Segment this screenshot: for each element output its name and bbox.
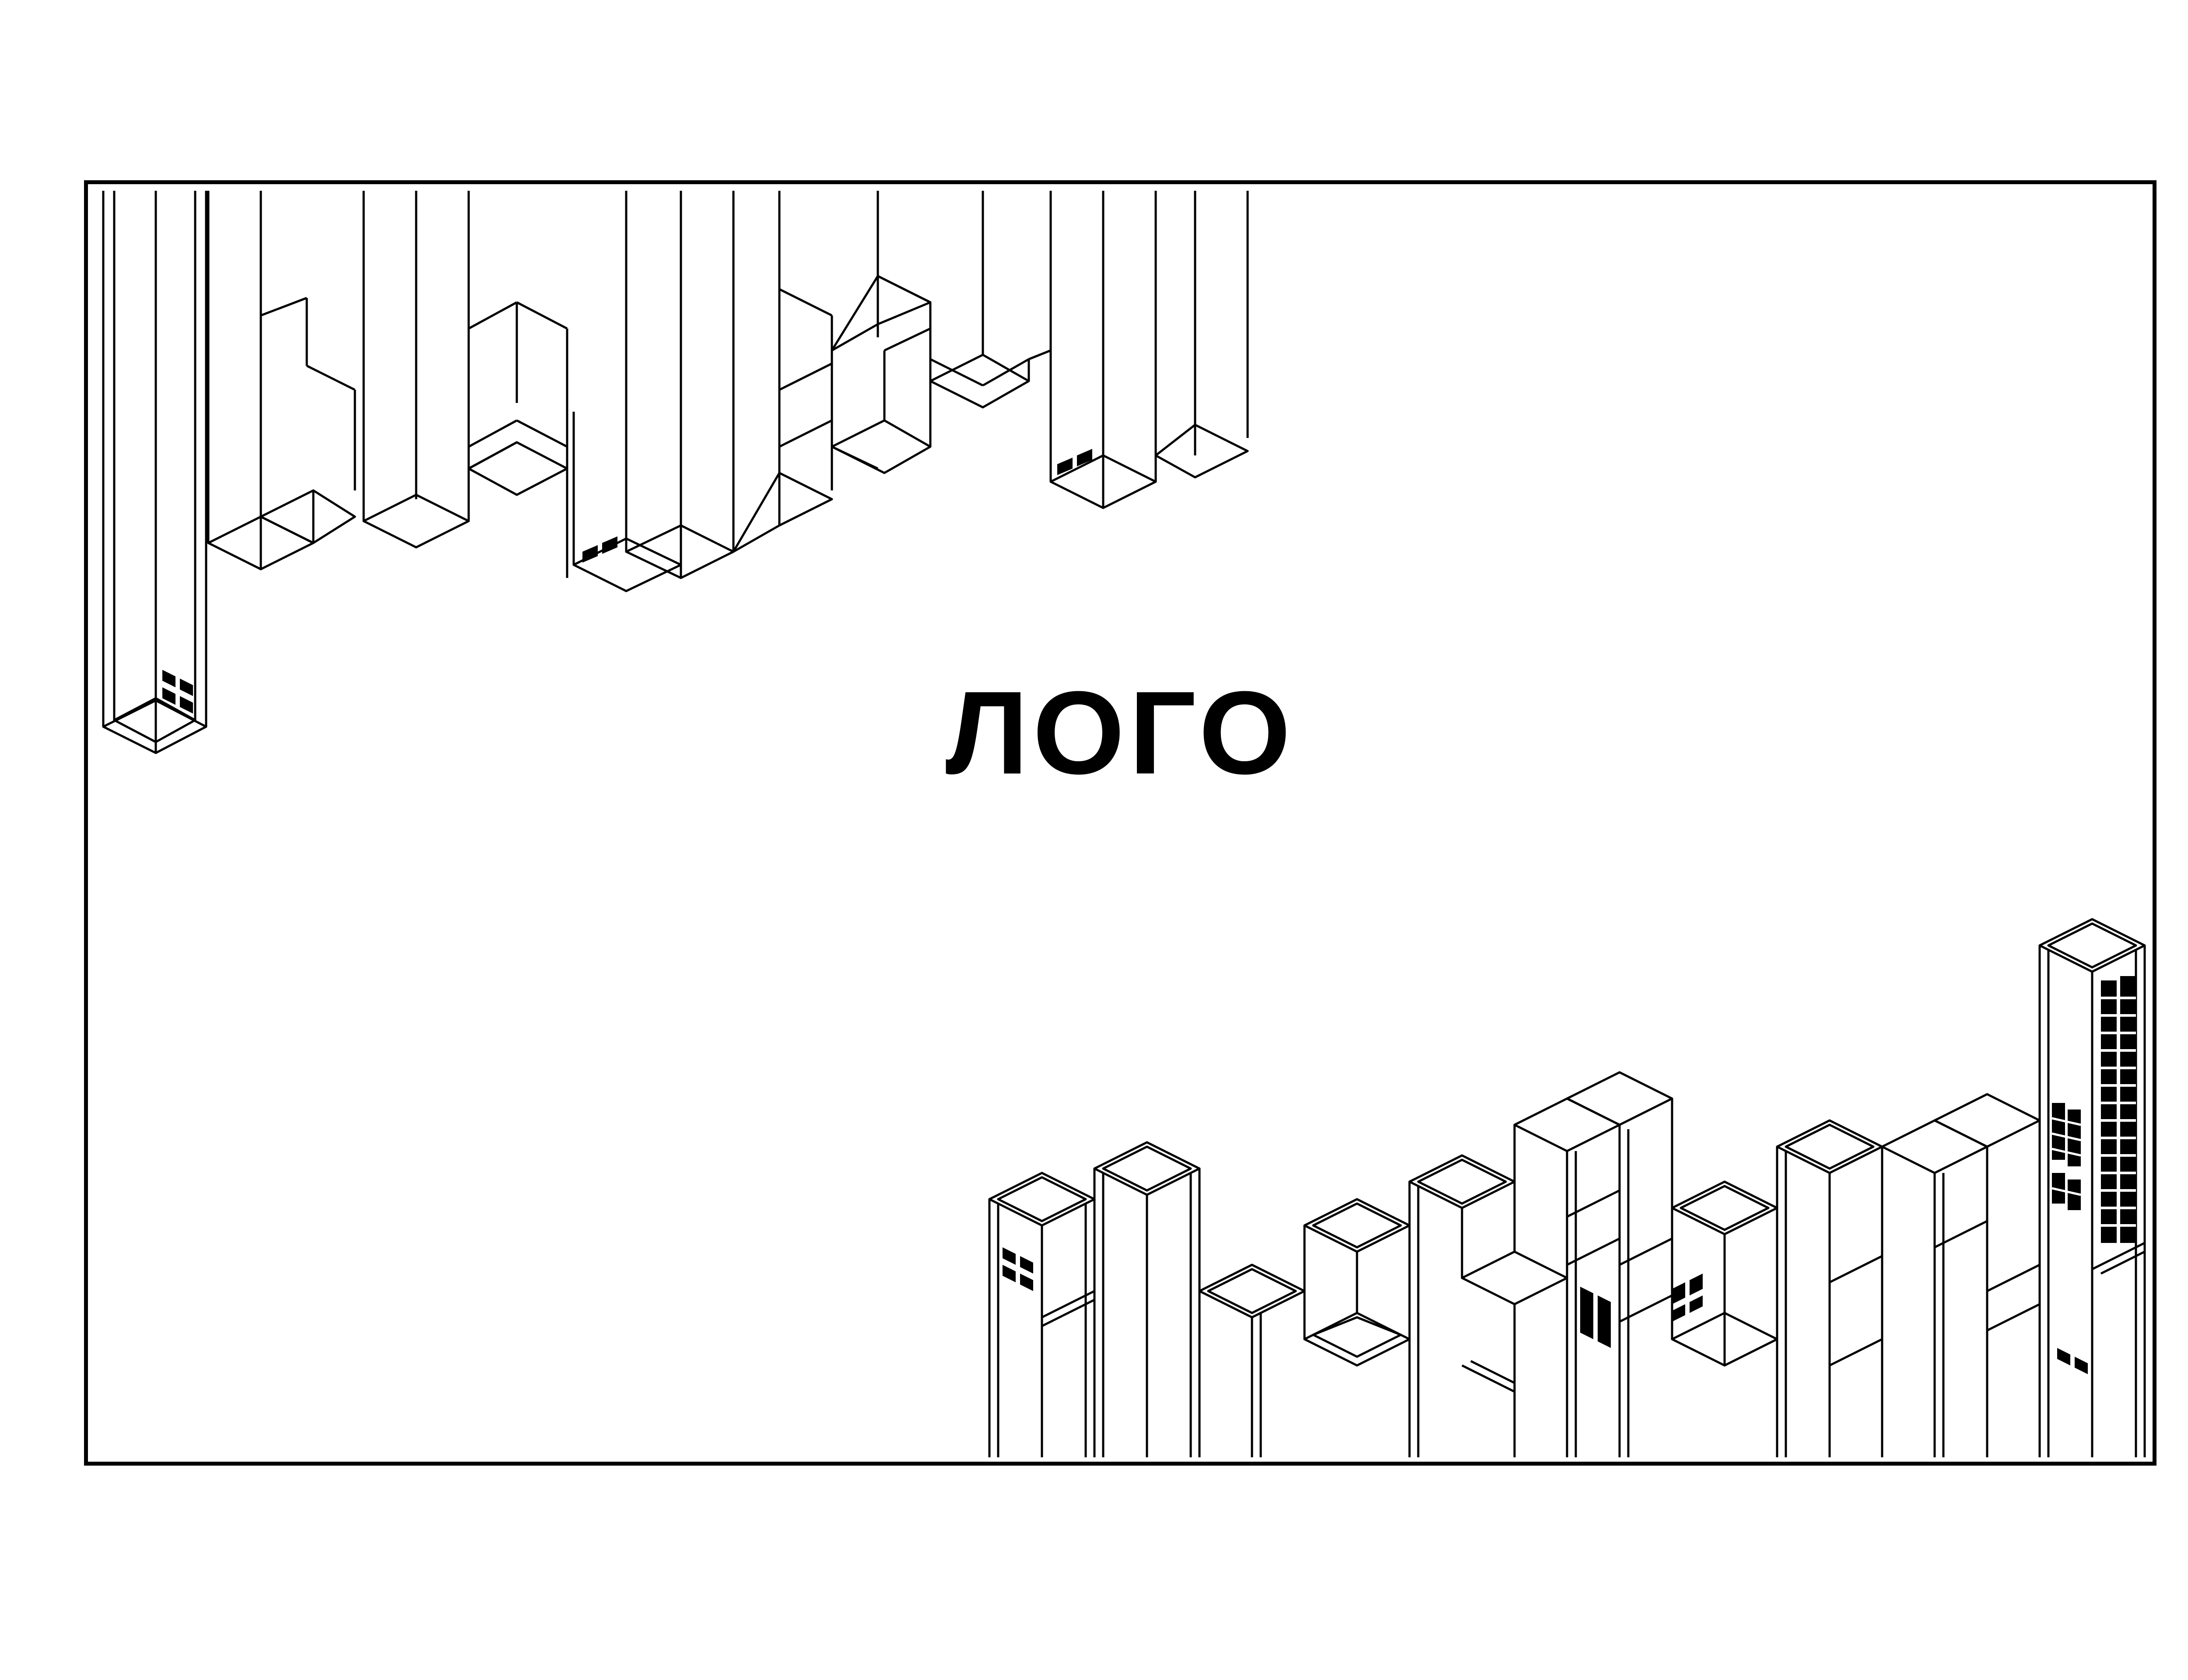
hanging-tower-4 — [572, 191, 833, 592]
tower-window-grid — [2101, 976, 2136, 1243]
building-5 — [1408, 1154, 1568, 1457]
building-4 — [1303, 1198, 1411, 1367]
city-skyline-icon — [102, 191, 2146, 1457]
building-8 — [1776, 1119, 1883, 1457]
building-10-tower — [2038, 918, 2146, 1457]
hanging-tower-6 — [1027, 191, 1249, 509]
standing-buildings — [988, 918, 2146, 1457]
hanging-tower-1 — [102, 191, 207, 754]
building-2 — [1093, 1141, 1201, 1457]
building-7 — [1671, 1180, 1778, 1367]
building-1 — [988, 1172, 1096, 1457]
building-9 — [1881, 1093, 2041, 1457]
hanging-tower-5 — [831, 191, 1030, 474]
hanging-buildings — [102, 191, 1249, 754]
building-3 — [1198, 1264, 1306, 1457]
tower-window-grid-lines — [2101, 997, 2136, 1227]
logo-card: ЛОГО — [84, 180, 2156, 1466]
logo-text: ЛОГО — [945, 667, 1295, 799]
hanging-tower-2 — [207, 191, 356, 570]
standing-windows — [1003, 1247, 2088, 1374]
tower-side-window-lines — [2051, 1117, 2081, 1196]
building-6 — [1513, 1071, 1673, 1457]
hanging-tower-3 — [362, 191, 568, 578]
hanging-windows — [162, 449, 1092, 714]
